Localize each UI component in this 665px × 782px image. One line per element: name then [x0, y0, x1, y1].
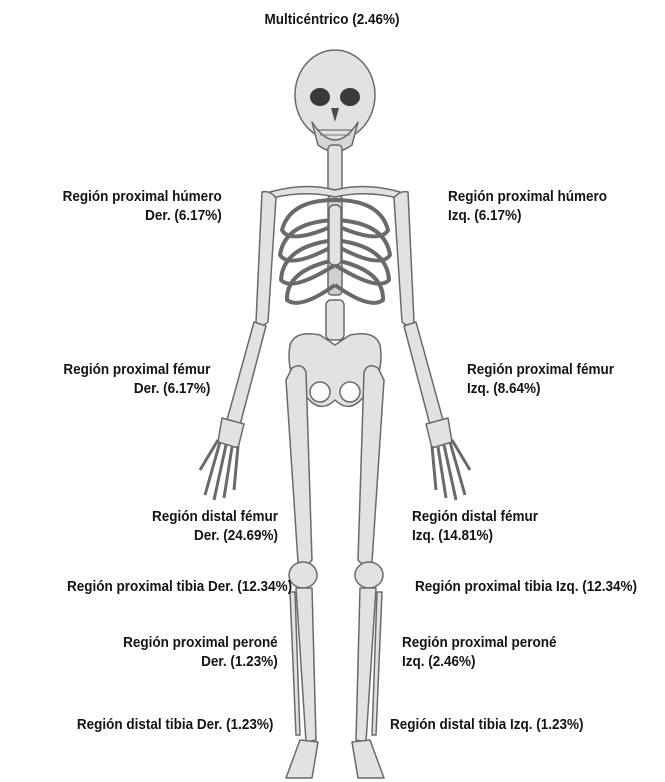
label-perone-izq-line1: Región proximal peroné — [402, 633, 557, 652]
label-femur-prox-der-line1: Región proximal fémur — [63, 360, 210, 379]
humerus-right — [256, 192, 276, 325]
label-femur-prox-der-line2: Der. (6.17%) — [63, 379, 210, 398]
label-humero-der: Región proximal húmero Der. (6.17%) — [63, 187, 222, 225]
label-femur-dist-izq-line2: Izq. (14.81%) — [412, 526, 538, 545]
label-tibia-prox-der: Región proximal tibia Der. (12.34%) — [67, 577, 292, 596]
label-humero-izq-line1: Región proximal húmero — [448, 187, 607, 206]
label-tibia-dist-der: Región distal tibia Der. (1.23%) — [76, 715, 273, 734]
label-femur-prox-izq-line1: Región proximal fémur — [467, 360, 614, 379]
label-femur-dist-izq-line1: Región distal fémur — [412, 507, 538, 526]
skull — [295, 50, 375, 152]
label-tibia-dist-izq: Región distal tibia Izq. (1.23%) — [390, 715, 584, 734]
hand-left — [426, 418, 470, 500]
label-humero-izq: Región proximal húmero Izq. (6.17%) — [448, 187, 607, 225]
label-perone-der-line2: Der. (1.23%) — [123, 652, 278, 671]
forearm-right — [227, 322, 266, 425]
forearm-left — [404, 322, 443, 425]
label-tibia-prox-izq: Región proximal tibia Izq. (12.34%) — [415, 577, 637, 596]
label-femur-prox-izq-line2: Izq. (8.64%) — [467, 379, 614, 398]
patella-right — [289, 562, 317, 588]
label-femur-dist-der-line1: Región distal fémur — [152, 507, 278, 526]
patella-left — [355, 562, 383, 588]
label-humero-izq-line2: Izq. (6.17%) — [448, 206, 607, 225]
label-multicentrico: Multicéntrico (2.46%) — [242, 10, 422, 29]
foot-left — [352, 740, 384, 778]
label-femur-dist-der-line2: Der. (24.69%) — [152, 526, 278, 545]
label-humero-der-line2: Der. (6.17%) — [63, 206, 222, 225]
hand-right — [200, 418, 244, 500]
label-perone-der: Región proximal peroné Der. (1.23%) — [123, 633, 278, 671]
label-perone-izq: Región proximal peroné Izq. (2.46%) — [402, 633, 557, 671]
sternum — [329, 205, 341, 265]
humerus-left — [394, 192, 414, 325]
label-perone-der-line1: Región proximal peroné — [123, 633, 278, 652]
foot-right — [286, 740, 318, 778]
label-perone-izq-line2: Izq. (2.46%) — [402, 652, 557, 671]
label-femur-prox-der: Región proximal fémur Der. (6.17%) — [63, 360, 210, 398]
label-femur-dist-izq: Región distal fémur Izq. (14.81%) — [412, 507, 538, 545]
label-humero-der-line1: Región proximal húmero — [63, 187, 222, 206]
label-femur-dist-der: Región distal fémur Der. (24.69%) — [152, 507, 278, 545]
label-femur-prox-izq: Región proximal fémur Izq. (8.64%) — [467, 360, 614, 398]
